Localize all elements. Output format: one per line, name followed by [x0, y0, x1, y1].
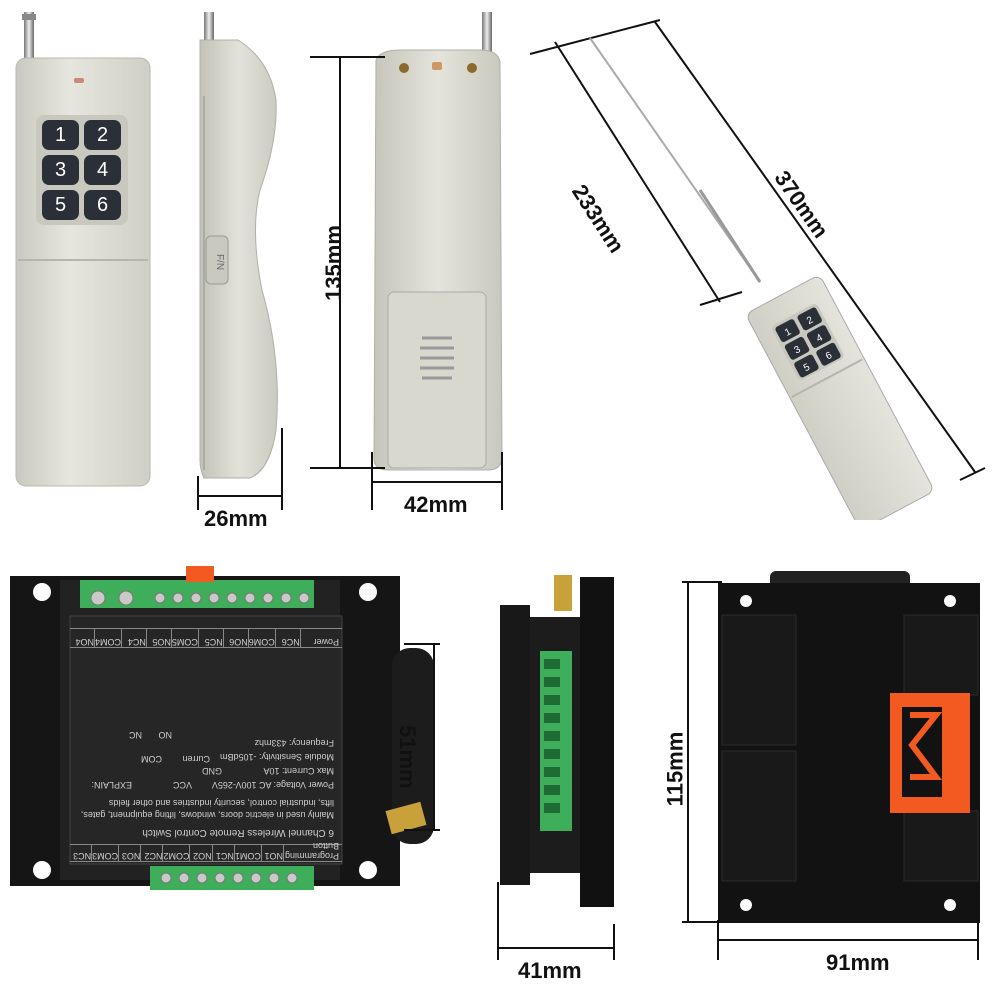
dimension-lines-bottom [404, 581, 979, 960]
dim-receiver-height-label: 115mm [662, 731, 688, 807]
dimension-lines-top [197, 19, 986, 510]
remote-button-6[interactable]: 6 [84, 190, 121, 220]
power-switch[interactable] [205, 235, 229, 285]
svg-text:6: 6 [824, 350, 834, 363]
dim-height-label: 135mm [320, 225, 346, 301]
dim-module-height-label: 51mm [395, 725, 420, 789]
extended-antenna [589, 37, 761, 283]
dim-width-label: 42mm [404, 492, 468, 517]
svg-text:3: 3 [792, 344, 802, 357]
antenna-connector [554, 575, 572, 611]
remote-button-2[interactable]: 2 [84, 120, 121, 150]
receiver-antenna [392, 648, 434, 844]
remote-button-3[interactable]: 3 [42, 155, 79, 185]
remote-extended-view: 12 34 56 [589, 37, 933, 520]
dim-receiver-width-label: 91mm [826, 950, 890, 975]
dim-depth-label: 41mm [518, 958, 582, 983]
svg-text:5: 5 [802, 362, 812, 375]
svg-text:1: 1 [783, 326, 793, 339]
receiver-top-view [10, 566, 434, 890]
remote-side-view: F/N [199, 12, 278, 479]
remote-button-4[interactable]: 4 [84, 155, 121, 185]
svg-text:4: 4 [815, 332, 825, 345]
antenna[interactable] [24, 12, 34, 62]
svg-text:2: 2 [805, 315, 815, 328]
led-indicator [74, 78, 84, 83]
remote-button-5[interactable]: 5 [42, 190, 79, 220]
dim-thickness-label: 26mm [204, 506, 268, 531]
battery-cover[interactable] [387, 291, 487, 469]
switch-label: F/N [214, 254, 225, 270]
receiver-bottom-view [718, 571, 980, 923]
remote-button-1[interactable]: 1 [42, 120, 79, 150]
keypad: 1 2 3 4 5 6 [42, 120, 124, 220]
remote-side-body [199, 39, 278, 479]
receiver-side-view [500, 575, 614, 907]
